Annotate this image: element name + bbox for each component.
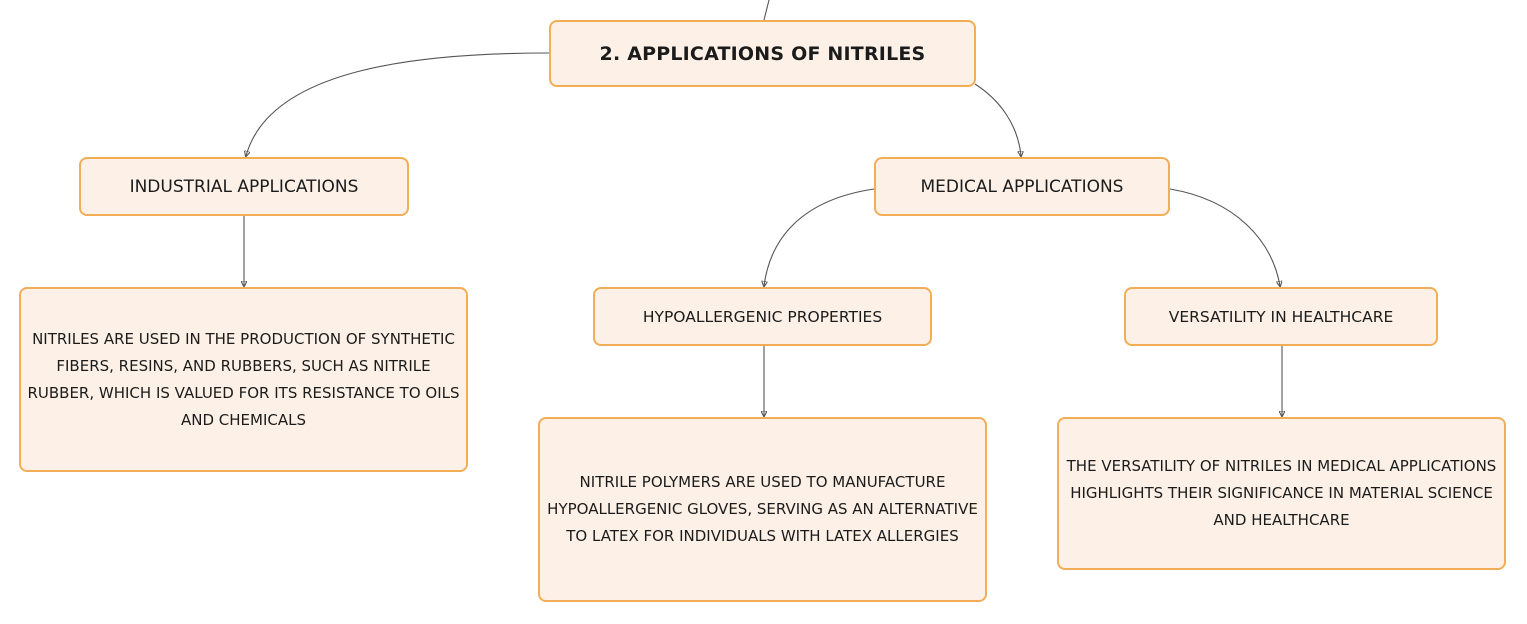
versatility-in-healthcare-label: VERSATILITY IN HEALTHCARE <box>1168 307 1394 326</box>
connector-root-to-industrial <box>246 52 550 156</box>
industrial-applications-node[interactable]: INDUSTRIAL APPLICATIONS <box>79 157 409 216</box>
connector-root-to-medical <box>974 83 1021 156</box>
hypoallergenic-properties-node[interactable]: HYPOALLERGENIC PROPERTIES <box>593 287 932 346</box>
medical-applications-label: MEDICAL APPLICATIONS <box>920 176 1124 197</box>
versatility-description-text: THE VERSATILITY OF NITRILES IN MEDICAL A… <box>1066 457 1497 529</box>
incoming-connector <box>763 0 770 21</box>
hypoallergenic-properties-label: HYPOALLERGENIC PROPERTIES <box>642 307 883 326</box>
connector-medical-to-hypoallergenic <box>764 188 875 286</box>
industrial-applications-label: INDUSTRIAL APPLICATIONS <box>129 176 359 197</box>
industrial-description-text: NITRILES ARE USED IN THE PRODUCTION OF S… <box>27 329 460 429</box>
root-node[interactable]: 2. APPLICATIONS OF NITRILES <box>549 20 976 87</box>
industrial-description-node[interactable]: NITRILES ARE USED IN THE PRODUCTION OF S… <box>19 287 468 472</box>
medical-applications-node[interactable]: MEDICAL APPLICATIONS <box>874 157 1170 216</box>
hypoallergenic-description-node[interactable]: NITRILE POLYMERS ARE USED TO MANUFACTURE… <box>538 417 987 602</box>
hypoallergenic-description-text: NITRILE POLYMERS ARE USED TO MANUFACTURE… <box>547 473 978 545</box>
root-node-label: 2. APPLICATIONS OF NITRILES <box>599 42 926 65</box>
versatility-description-node[interactable]: THE VERSATILITY OF NITRILES IN MEDICAL A… <box>1057 417 1506 570</box>
versatility-in-healthcare-node[interactable]: VERSATILITY IN HEALTHCARE <box>1124 287 1438 346</box>
connector-medical-to-versatility <box>1169 188 1280 286</box>
